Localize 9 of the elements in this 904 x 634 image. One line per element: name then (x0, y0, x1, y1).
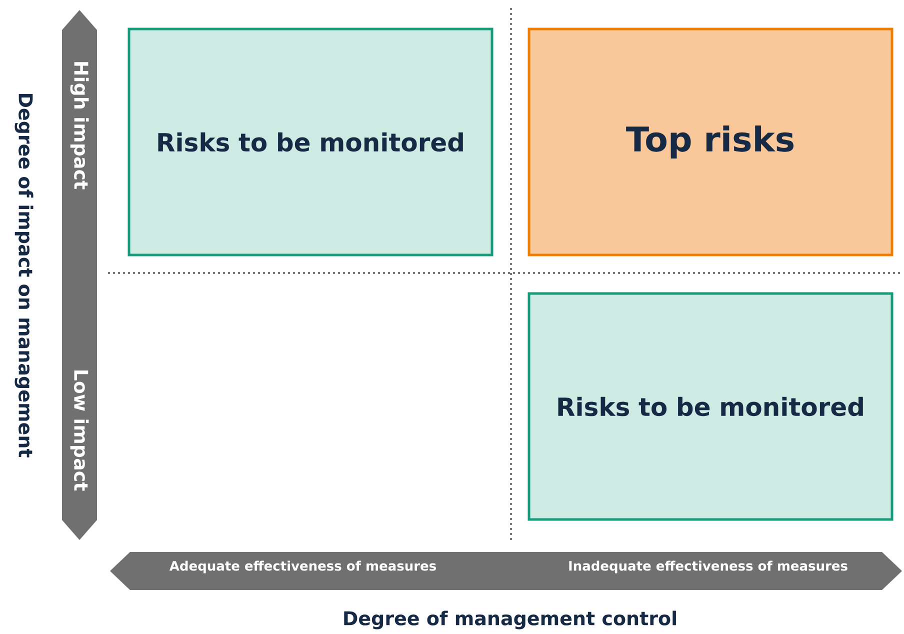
risk-box: Risks to be monitored (528, 292, 894, 521)
risk-box: Risks to be monitored (128, 28, 494, 256)
axis-label: High impact (70, 62, 89, 190)
axis-label: Low impact (70, 370, 89, 491)
axis-title: Degree of impact on management (14, 94, 34, 458)
risk-box: Top risks (528, 28, 894, 256)
axis-label: Adequate effectiveness of measures (169, 560, 436, 574)
axis-title: Degree of management control (344, 610, 676, 630)
axis-label: Inadequate effectiveness of measures (569, 560, 848, 574)
